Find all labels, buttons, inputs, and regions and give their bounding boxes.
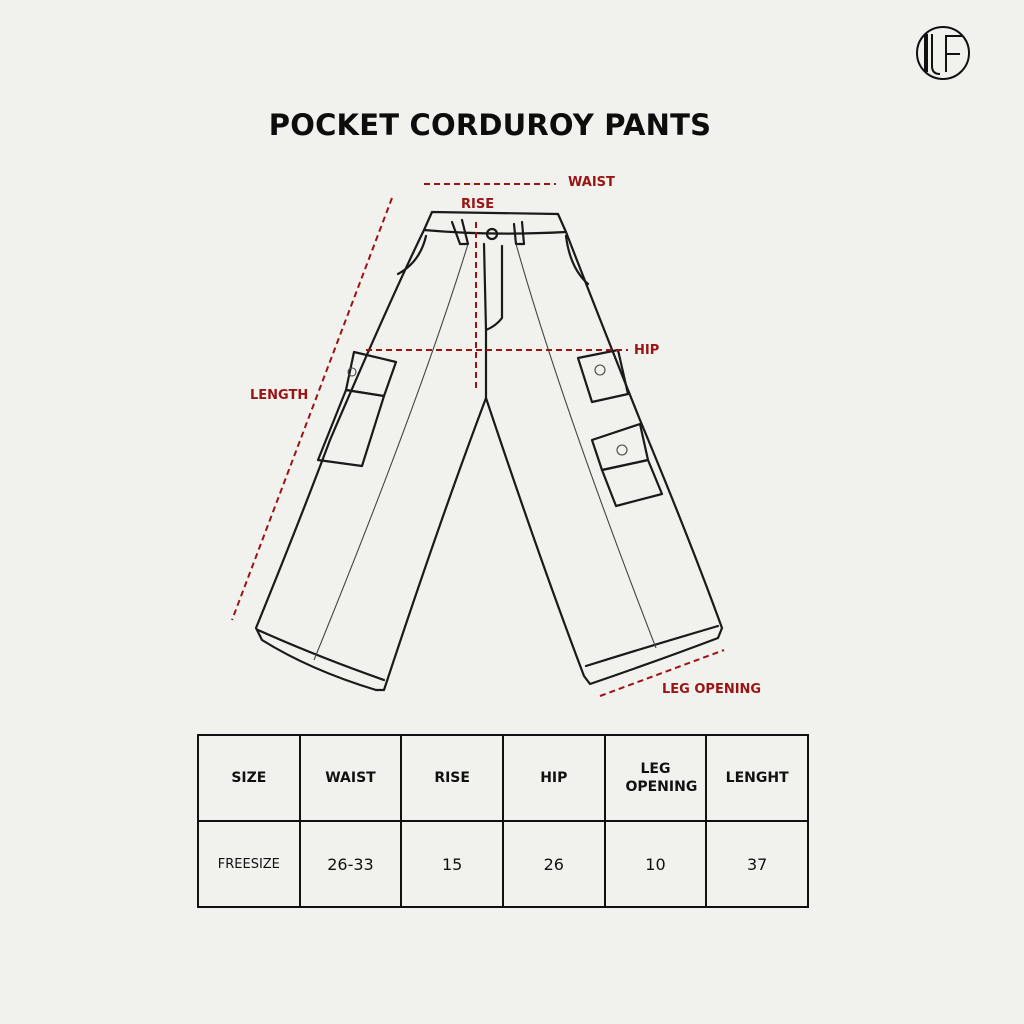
header-length: LENGHT [705,734,809,822]
cell-leg-opening: 10 [603,820,708,908]
measurement-guides [231,183,725,697]
header-rise: RISE [400,734,504,822]
hip-label: HIP [634,343,660,358]
table-row: FREESIZE 26-33 15 26 10 37 [197,820,809,908]
monogram-logo-icon [916,26,970,80]
leg-opening-guide [599,649,725,697]
size-chart-table: SIZE WAIST RISE HIP LEG OPENING LENGHT F… [197,734,809,908]
header-hip: HIP [501,734,606,822]
cell-size: FREESIZE [197,820,301,908]
header-size: SIZE [197,734,301,822]
waist-label: WAIST [568,175,615,190]
pants-seams [313,243,657,661]
length-label: LENGTH [250,388,309,403]
cell-hip: 26 [501,820,606,908]
pants-measurement-diagram [231,183,725,697]
table-header-row: SIZE WAIST RISE HIP LEG OPENING LENGHT [197,734,809,822]
cell-waist: 26-33 [298,820,403,908]
header-leg-opening-text: LEG OPENING [625,761,698,795]
rise-label: RISE [461,197,495,212]
header-waist: WAIST [298,734,403,822]
pants-outline [254,210,724,692]
leg-opening-label: LEG OPENING [662,682,762,697]
cell-rise: 15 [400,820,504,908]
page-title: POCKET CORDUROY PANTS [268,108,712,142]
cell-length: 37 [705,820,809,908]
length-guide [231,197,393,621]
header-leg-opening: LEG OPENING [603,734,708,822]
